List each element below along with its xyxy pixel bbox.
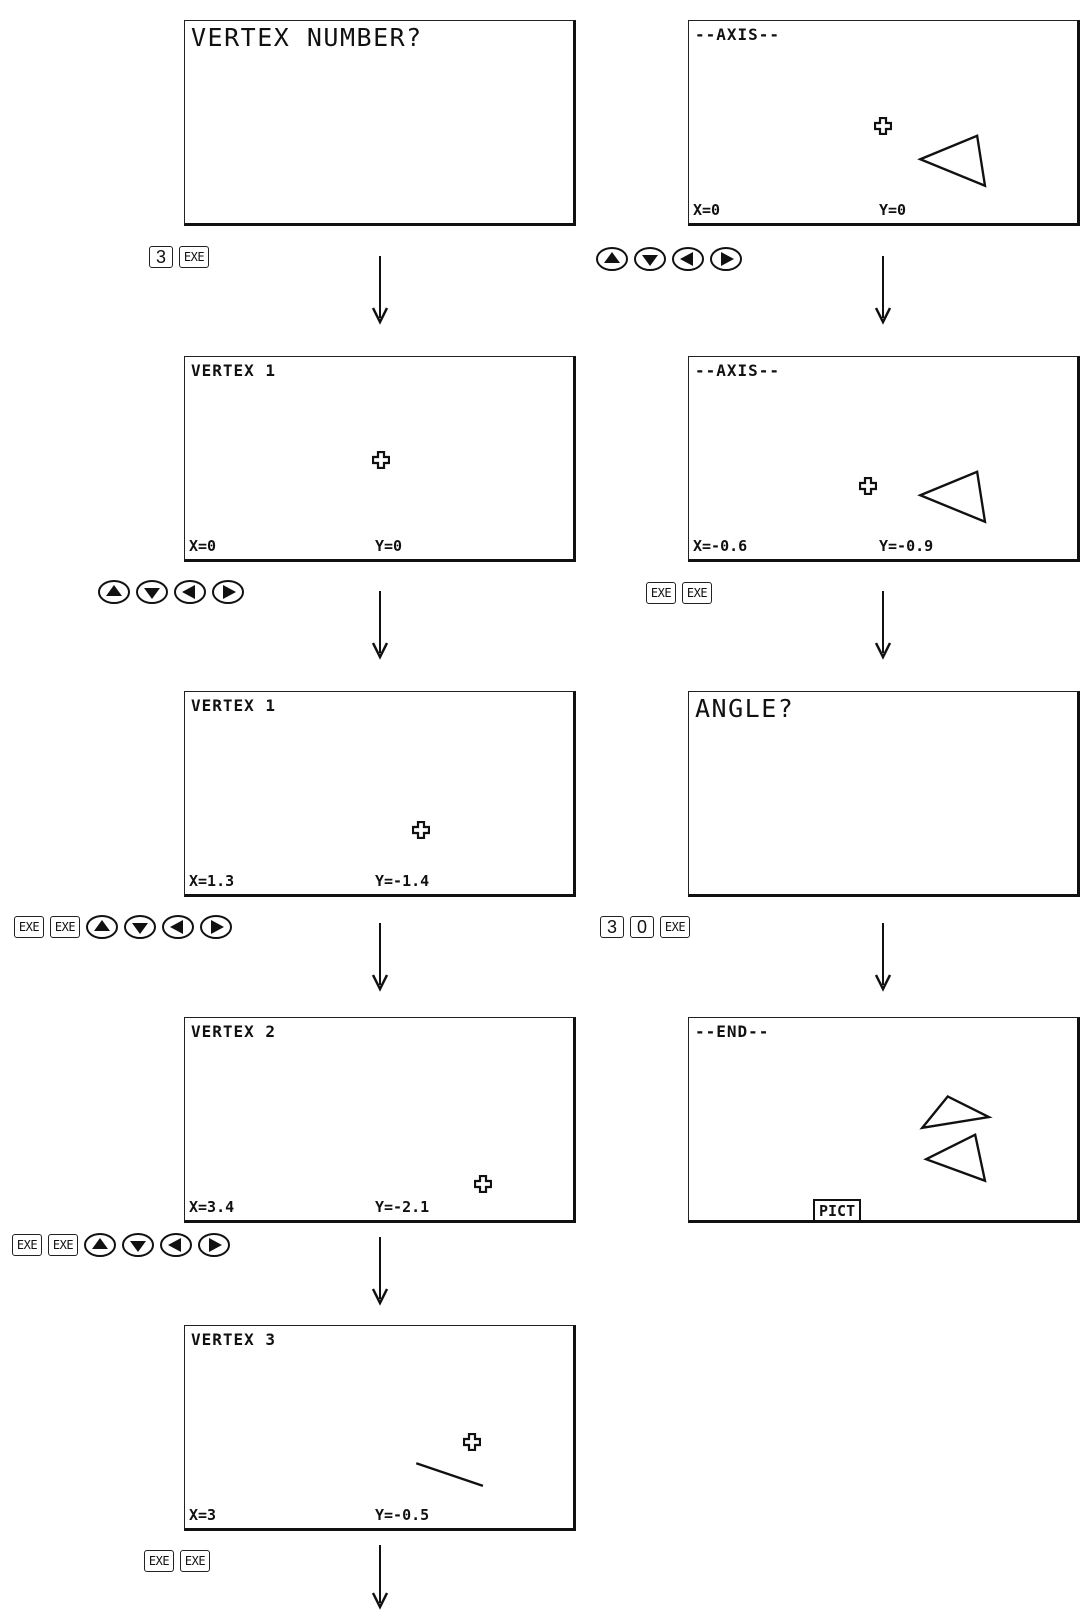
key-exe[interactable]: EXE xyxy=(660,916,690,938)
down-arrow-key-icon[interactable] xyxy=(634,247,666,271)
right-arrow-key-icon[interactable] xyxy=(710,247,742,271)
screen-axis-start: --AXIS-- X=0 Y=0 xyxy=(688,20,1080,226)
keys-step-6 xyxy=(596,246,742,272)
right-arrow-key-icon[interactable] xyxy=(212,580,244,604)
pict-tab[interactable]: PICT xyxy=(813,1199,862,1220)
up-arrow-key-icon[interactable] xyxy=(98,580,130,604)
x-readout: X=3.4 xyxy=(189,1198,235,1216)
screen-title: --AXIS-- xyxy=(695,25,781,44)
screen-title: VERTEX 1 xyxy=(191,361,277,380)
key-exe[interactable]: EXE xyxy=(646,582,676,604)
plus-cursor-icon xyxy=(372,451,390,469)
up-arrow-key-icon[interactable] xyxy=(84,1233,116,1257)
left-arrow-key-icon[interactable] xyxy=(174,580,206,604)
flow-arrow-down xyxy=(371,1545,389,1610)
flow-arrow-down xyxy=(874,591,892,660)
y-readout: Y=-2.1 xyxy=(375,1198,430,1216)
plus-cursor-icon xyxy=(463,1433,481,1451)
screen-vertex-1-moved: VERTEX 1 X=1.3 Y=-1.4 xyxy=(184,691,576,897)
original-triangle-shape xyxy=(923,1132,987,1183)
flow-arrow-down xyxy=(874,256,892,325)
screen-title: --END-- xyxy=(695,1022,770,1041)
flow-arrow-down xyxy=(371,923,389,992)
keys-step-5: EXE EXE xyxy=(144,1548,210,1574)
down-arrow-key-icon[interactable] xyxy=(124,915,156,939)
keys-step-1: 3 EXE xyxy=(149,244,209,270)
x-readout: X=3 xyxy=(189,1506,217,1524)
screen-title: VERTEX 3 xyxy=(191,1330,277,1349)
right-arrow-key-icon[interactable] xyxy=(200,915,232,939)
left-arrow-key-icon[interactable] xyxy=(162,915,194,939)
keys-step-2 xyxy=(98,579,244,605)
screen-vertex-number: VERTEX NUMBER? xyxy=(184,20,576,226)
screen-vertex-3: VERTEX 3 X=3 Y=-0.5 xyxy=(184,1325,576,1531)
key-3[interactable]: 3 xyxy=(149,246,173,268)
key-exe[interactable]: EXE xyxy=(180,1550,210,1572)
keys-step-7: EXE EXE xyxy=(646,580,712,606)
flow-arrow-down xyxy=(874,923,892,992)
screen-axis-moved: --AXIS-- X=-0.6 Y=-0.9 xyxy=(688,356,1080,562)
x-readout: X=0 xyxy=(693,201,721,219)
key-exe[interactable]: EXE xyxy=(144,1550,174,1572)
down-arrow-key-icon[interactable] xyxy=(136,580,168,604)
flow-arrow-down xyxy=(371,591,389,660)
keys-step-4: EXE EXE xyxy=(12,1232,230,1258)
plus-cursor-icon xyxy=(874,117,892,135)
key-exe[interactable]: EXE xyxy=(14,916,44,938)
y-readout: Y=-1.4 xyxy=(375,872,430,890)
left-arrow-key-icon[interactable] xyxy=(160,1233,192,1257)
key-exe[interactable]: EXE xyxy=(682,582,712,604)
screen-title: VERTEX NUMBER? xyxy=(191,23,423,52)
edge-line xyxy=(415,1462,484,1487)
plus-cursor-icon xyxy=(412,821,430,839)
screen-end: --END-- PICT xyxy=(688,1017,1080,1223)
key-3[interactable]: 3 xyxy=(600,916,624,938)
screen-angle: ANGLE? xyxy=(688,691,1080,897)
triangle-shape xyxy=(917,470,987,524)
flow-arrow-down xyxy=(371,1237,389,1306)
x-readout: X=-0.6 xyxy=(693,537,748,555)
flow-arrow-down xyxy=(371,256,389,325)
key-0[interactable]: 0 xyxy=(630,916,654,938)
triangle-shape xyxy=(917,134,987,188)
right-arrow-key-icon[interactable] xyxy=(198,1233,230,1257)
keys-step-3: EXE EXE xyxy=(14,914,232,940)
screen-vertex-1-start: VERTEX 1 X=0 Y=0 xyxy=(184,356,576,562)
screen-title: --AXIS-- xyxy=(695,361,781,380)
up-arrow-key-icon[interactable] xyxy=(596,247,628,271)
left-arrow-key-icon[interactable] xyxy=(672,247,704,271)
y-readout: Y=-0.5 xyxy=(375,1506,430,1524)
x-readout: X=1.3 xyxy=(189,872,235,890)
y-readout: Y=-0.9 xyxy=(879,537,934,555)
down-arrow-key-icon[interactable] xyxy=(122,1233,154,1257)
y-readout: Y=0 xyxy=(879,201,907,219)
up-arrow-key-icon[interactable] xyxy=(86,915,118,939)
key-exe[interactable]: EXE xyxy=(50,916,80,938)
screen-title: VERTEX 1 xyxy=(191,696,277,715)
key-exe[interactable]: EXE xyxy=(179,246,209,268)
keys-step-8: 3 0 EXE xyxy=(600,914,690,940)
key-exe[interactable]: EXE xyxy=(12,1234,42,1256)
screen-title: ANGLE? xyxy=(695,694,795,723)
x-readout: X=0 xyxy=(189,537,217,555)
y-readout: Y=0 xyxy=(375,537,403,555)
plus-cursor-icon xyxy=(859,477,877,495)
screen-title: VERTEX 2 xyxy=(191,1022,277,1041)
rotated-triangle-shape xyxy=(919,1094,993,1130)
key-exe[interactable]: EXE xyxy=(48,1234,78,1256)
screen-vertex-2: VERTEX 2 X=3.4 Y=-2.1 xyxy=(184,1017,576,1223)
plus-cursor-icon xyxy=(474,1175,492,1193)
